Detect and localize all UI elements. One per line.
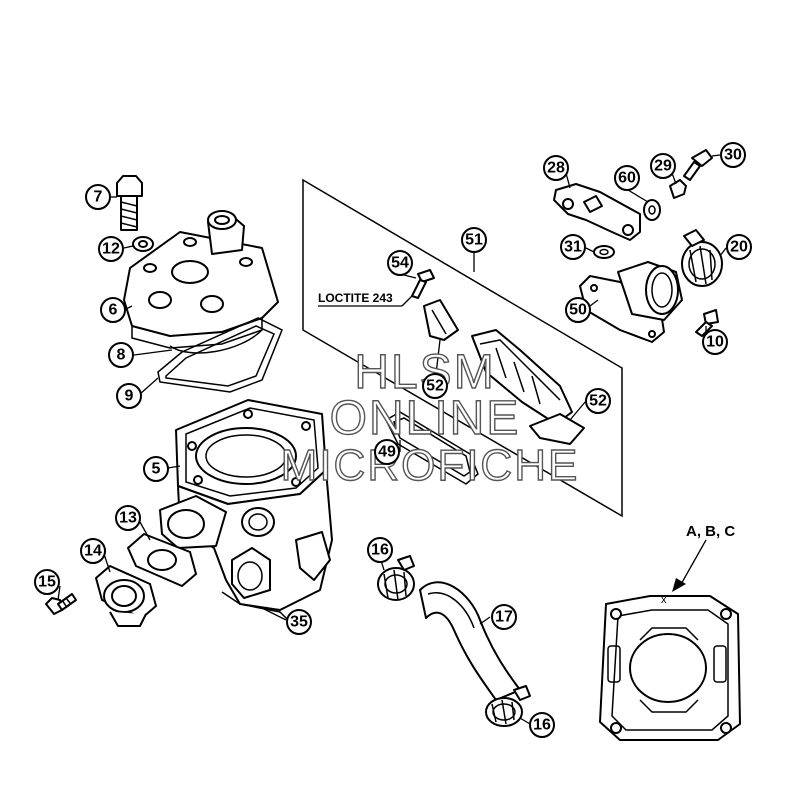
svg-text:8: 8 [117, 347, 126, 364]
callout-54[interactable]: 54 [387, 250, 413, 276]
svg-text:49: 49 [378, 444, 396, 461]
washer-31 [593, 245, 615, 259]
svg-text:51: 51 [465, 232, 483, 249]
svg-text:16: 16 [533, 717, 551, 734]
bushing [669, 179, 687, 199]
svg-text:20: 20 [730, 239, 748, 256]
svg-text:52: 52 [589, 393, 607, 410]
callout-14[interactable]: 14 [80, 538, 106, 564]
callout-30[interactable]: 30 [720, 142, 746, 168]
abc-label: A, B, C [686, 523, 735, 540]
svg-text:9: 9 [125, 388, 134, 405]
cylinder-base-view [599, 595, 741, 741]
cylinder-head [123, 210, 279, 349]
callout-6[interactable]: 6 [100, 297, 126, 323]
svg-text:17: 17 [495, 609, 513, 626]
watermark: HLSM ONLINE MICROFICHE [280, 345, 580, 490]
svg-text:16: 16 [371, 542, 389, 559]
hose-clamp-20 [681, 229, 723, 287]
reed-screw-54 [411, 269, 435, 299]
callout-5[interactable]: 5 [143, 456, 169, 482]
coolant-hose [419, 581, 521, 701]
svg-text:54: 54 [391, 255, 409, 272]
callout-20[interactable]: 20 [726, 234, 752, 260]
callout-16-top[interactable]: 16 [367, 537, 393, 563]
callout-35[interactable]: 35 [286, 609, 312, 635]
callout-17[interactable]: 17 [491, 604, 517, 630]
x-mark: x [661, 594, 667, 606]
svg-text:35: 35 [290, 614, 308, 631]
callout-16-bottom[interactable]: 16 [529, 712, 555, 738]
callout-50[interactable]: 50 [565, 297, 591, 323]
intake-gasket [127, 533, 197, 587]
cylinder [159, 399, 333, 621]
reed-valve-kit-box [302, 178, 623, 518]
callout-12[interactable]: 12 [98, 236, 124, 262]
callout-60[interactable]: 60 [614, 165, 640, 191]
svg-text:6: 6 [109, 302, 118, 319]
svg-text:12: 12 [102, 241, 120, 258]
flange-bolt [45, 593, 77, 615]
loctite-note: LOCTITE 243 [318, 291, 413, 307]
callout-29[interactable]: 29 [650, 153, 676, 179]
washer-12 [132, 236, 154, 252]
svg-text:29: 29 [654, 158, 672, 175]
head-gasket [157, 317, 283, 393]
hose-clamp-16-bottom [485, 685, 531, 727]
callout-28[interactable]: 28 [543, 155, 569, 181]
callout-7[interactable]: 7 [85, 184, 111, 210]
reed-block [471, 329, 573, 425]
callout-8[interactable]: 8 [108, 342, 134, 368]
svg-text:31: 31 [564, 239, 582, 256]
abc-marker: A, B, C x [661, 523, 735, 606]
reed-petal-2 [529, 413, 585, 445]
callout-49[interactable]: 49 [374, 439, 400, 465]
intake-manifold [579, 261, 683, 343]
svg-text:28: 28 [547, 160, 565, 177]
head-o-ring [169, 329, 263, 354]
reed-gasket-49 [385, 411, 479, 485]
callout-31[interactable]: 31 [560, 234, 586, 260]
intake-flange [95, 565, 157, 627]
svg-text:52: 52 [426, 378, 444, 395]
screw-10 [695, 309, 719, 337]
svg-text:50: 50 [569, 302, 587, 319]
callout-52-right[interactable]: 52 [585, 388, 611, 414]
svg-text:5: 5 [152, 461, 161, 478]
callout-15[interactable]: 15 [34, 569, 60, 595]
callout-13[interactable]: 13 [115, 505, 141, 531]
screw-30 [683, 149, 713, 181]
callout-10[interactable]: 10 [702, 329, 728, 355]
watermark-line-2: ONLINE [330, 392, 521, 445]
svg-text:60: 60 [618, 170, 636, 187]
loctite-label: LOCTITE 243 [318, 291, 393, 305]
bracket [553, 183, 641, 241]
svg-text:30: 30 [724, 147, 742, 164]
cylinder-head-bolt [116, 175, 143, 231]
svg-text:10: 10 [706, 334, 724, 351]
callout-9[interactable]: 9 [116, 383, 142, 409]
svg-text:7: 7 [94, 189, 103, 206]
callout-51[interactable]: 51 [461, 227, 487, 253]
svg-text:13: 13 [119, 510, 137, 527]
spacer [643, 199, 661, 221]
hose-clamp-16-top [377, 555, 415, 601]
svg-text:15: 15 [38, 574, 56, 591]
reed-petal-1 [423, 299, 459, 341]
callout-52-left[interactable]: 52 [422, 373, 448, 399]
svg-text:14: 14 [84, 543, 102, 560]
watermark-line-3: MICROFICHE [281, 441, 580, 490]
